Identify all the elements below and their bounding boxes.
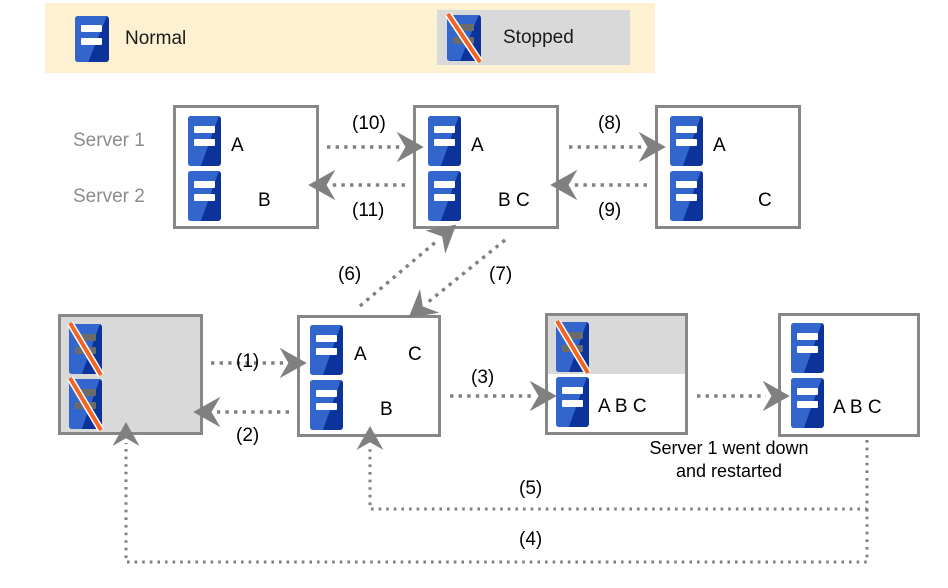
token-server2: B xyxy=(258,190,271,211)
server-icon-bar-bottom xyxy=(194,139,215,146)
server-icon xyxy=(310,325,343,375)
server-icon xyxy=(670,171,703,221)
row-label-server1: Server 1 xyxy=(73,130,145,151)
arrow-label-10: (10) xyxy=(352,113,386,134)
server-icon-bar-top xyxy=(316,335,337,342)
server-icon-bar-top xyxy=(316,390,337,397)
server-icon-bar-top xyxy=(676,181,697,188)
server-icon-bar-bottom xyxy=(194,194,215,201)
server-icon-bar-bottom xyxy=(797,401,818,408)
server-icon-bar-bottom xyxy=(434,194,455,201)
state-bottom-3[interactable]: A B C xyxy=(545,313,688,435)
server-icon xyxy=(310,380,343,430)
state-bottom-4[interactable]: A B C xyxy=(778,313,920,437)
server-icon xyxy=(188,171,221,221)
token-server1: A xyxy=(471,135,484,156)
server-icon-bar-bottom xyxy=(434,139,455,146)
token-server1: A xyxy=(354,344,367,365)
server-icon-bar-top xyxy=(434,181,455,188)
server-icon-bar-bottom xyxy=(676,194,697,201)
token-server1: A xyxy=(231,135,244,156)
token-server1: A xyxy=(713,135,726,156)
token-server2: B xyxy=(380,399,393,420)
server-icon-bar-top xyxy=(194,181,215,188)
token-server2: A B C xyxy=(598,396,647,417)
server-icon-bar-bottom xyxy=(81,38,102,45)
server-icon-bar-top xyxy=(562,387,583,394)
server-icon-bar-bottom xyxy=(562,400,583,407)
state-top-3[interactable]: A C xyxy=(655,105,801,229)
arrow-label-3: (3) xyxy=(471,367,495,388)
state-top-1[interactable]: A B xyxy=(173,105,319,229)
arrow-label-4: (4) xyxy=(519,529,543,550)
server-icon xyxy=(428,171,461,221)
arrow-label-11: (11) xyxy=(352,200,385,221)
server-icon xyxy=(791,378,824,428)
state-top-2[interactable]: A B C xyxy=(413,105,559,229)
caption-line-2: and restarted xyxy=(675,460,783,481)
server-icon-bar-top xyxy=(194,126,215,133)
legend-item-normal: Normal xyxy=(75,12,186,66)
server-icon xyxy=(428,116,461,166)
arrow-label-1: (1) xyxy=(236,351,260,372)
caption-line-1: Server 1 went down xyxy=(649,438,809,458)
server-icon-bar-bottom xyxy=(676,139,697,146)
arrow-label-7: (7) xyxy=(489,264,513,285)
legend-label-stopped: Stopped xyxy=(503,26,574,48)
server-icon-bar-top xyxy=(797,333,818,340)
token-server2: C xyxy=(758,190,772,211)
server-icon-bar-top xyxy=(81,25,102,32)
arrow-label-8: (8) xyxy=(598,113,622,134)
server-icon-bar-bottom xyxy=(797,346,818,353)
server-icon-bar-top xyxy=(676,126,697,133)
arrow-4 xyxy=(112,422,869,564)
row-label-server2: Server 2 xyxy=(73,186,145,207)
token-server1-extra: C xyxy=(408,344,422,365)
caption-server1-restart: Server 1 went down and restarted xyxy=(633,437,825,482)
server-icon xyxy=(791,323,824,373)
legend-panel: Normal Stopped xyxy=(45,3,655,73)
legend-item-stopped: Stopped xyxy=(437,10,630,65)
token-server2: B C xyxy=(498,190,530,211)
legend-label-normal: Normal xyxy=(125,28,187,49)
state-bottom-2[interactable]: A C B xyxy=(297,315,441,437)
server-icon xyxy=(75,16,109,62)
arrow-label-6: (6) xyxy=(338,264,362,285)
arrow-5 xyxy=(356,426,869,511)
token-server2: A B C xyxy=(833,397,882,418)
server-icon xyxy=(188,116,221,166)
arrow-label-9: (9) xyxy=(598,200,622,221)
server-icon-bar-bottom xyxy=(316,348,337,355)
arrow-6 xyxy=(358,224,457,308)
server-icon-bar-top xyxy=(434,126,455,133)
arrow-label-5: (5) xyxy=(519,478,543,499)
server-icon xyxy=(670,116,703,166)
arrow-label-2: (2) xyxy=(236,425,260,446)
server-icon xyxy=(556,377,589,427)
server-icon-bar-top xyxy=(797,388,818,395)
server-icon-bar-bottom xyxy=(316,403,337,410)
